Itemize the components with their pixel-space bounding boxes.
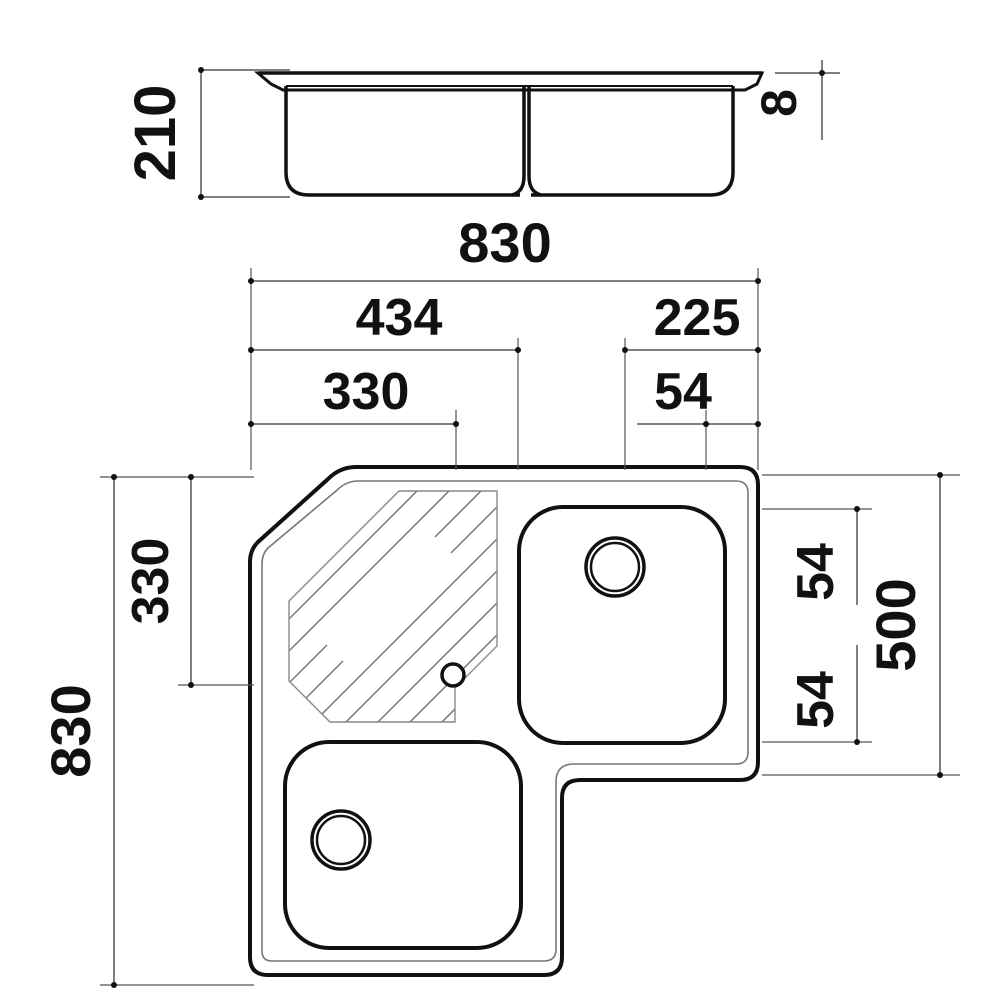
dim-54-top-tick-right (755, 421, 761, 427)
dim-225-tick-right (755, 347, 761, 353)
dim-8-tick (819, 70, 825, 76)
elevation-left-bowl (284, 86, 520, 197)
dim-label-210: 210 (123, 85, 188, 182)
dim-830-h-tick-left (248, 278, 254, 284)
dim-830-v-tick-bottom (111, 982, 117, 988)
dim-54-top-tick-left (703, 421, 709, 427)
dim-330-left-tick-bottom (188, 682, 194, 688)
dim-330-left-tick-top (188, 474, 194, 480)
dim-label-434: 434 (356, 289, 443, 347)
dim-500-tick-bottom (937, 772, 943, 778)
left-bowl (283, 740, 523, 950)
elevation-divider-right (527, 86, 542, 197)
elevation-right-bowl (531, 86, 735, 197)
dim-label-330-left: 330 (122, 538, 180, 625)
right-bowl (517, 505, 727, 745)
dim-434-tick-right (515, 347, 521, 353)
drainer-outline (288, 490, 498, 723)
dim-434-tick-left (248, 347, 254, 353)
dim-label-54-top: 54 (654, 363, 712, 421)
dim-500-tick-top (937, 472, 943, 478)
dim-210-tick-top (198, 67, 204, 73)
dim-330-top-tick-right (453, 421, 459, 427)
elevation-divider-left (511, 86, 526, 197)
dim-210-tick-bottom (198, 194, 204, 200)
top-plan-view: 830 434 330 225 54 (39, 211, 960, 988)
left-bowl-drain-inner-icon (315, 814, 367, 866)
dim-54-lower-right-tick (854, 739, 860, 745)
dim-830-v-tick-top (111, 474, 117, 480)
dim-label-54-upper-right: 54 (787, 543, 845, 601)
dim-label-225: 225 (654, 289, 741, 347)
right-bowl-drain-inner-icon (589, 541, 641, 593)
dim-label-54-lower-right: 54 (787, 671, 845, 729)
drainer-channel (322, 532, 452, 662)
dim-label-500: 500 (864, 578, 927, 671)
front-elevation-view: 210 8 (123, 60, 840, 200)
dim-830-h-tick-right (755, 278, 761, 284)
dim-330-top-tick-left (248, 421, 254, 427)
dim-label-830-vertical: 830 (39, 684, 102, 777)
dim-54-upper-right-tick (854, 506, 860, 512)
plan-inner-outline (261, 480, 749, 962)
dim-label-330-top: 330 (323, 363, 410, 421)
drainer-drain-hole-icon (440, 662, 466, 688)
dim-225-tick-left (622, 347, 628, 353)
dim-label-830-horizontal: 830 (458, 211, 551, 274)
dim-label-8: 8 (751, 89, 807, 117)
